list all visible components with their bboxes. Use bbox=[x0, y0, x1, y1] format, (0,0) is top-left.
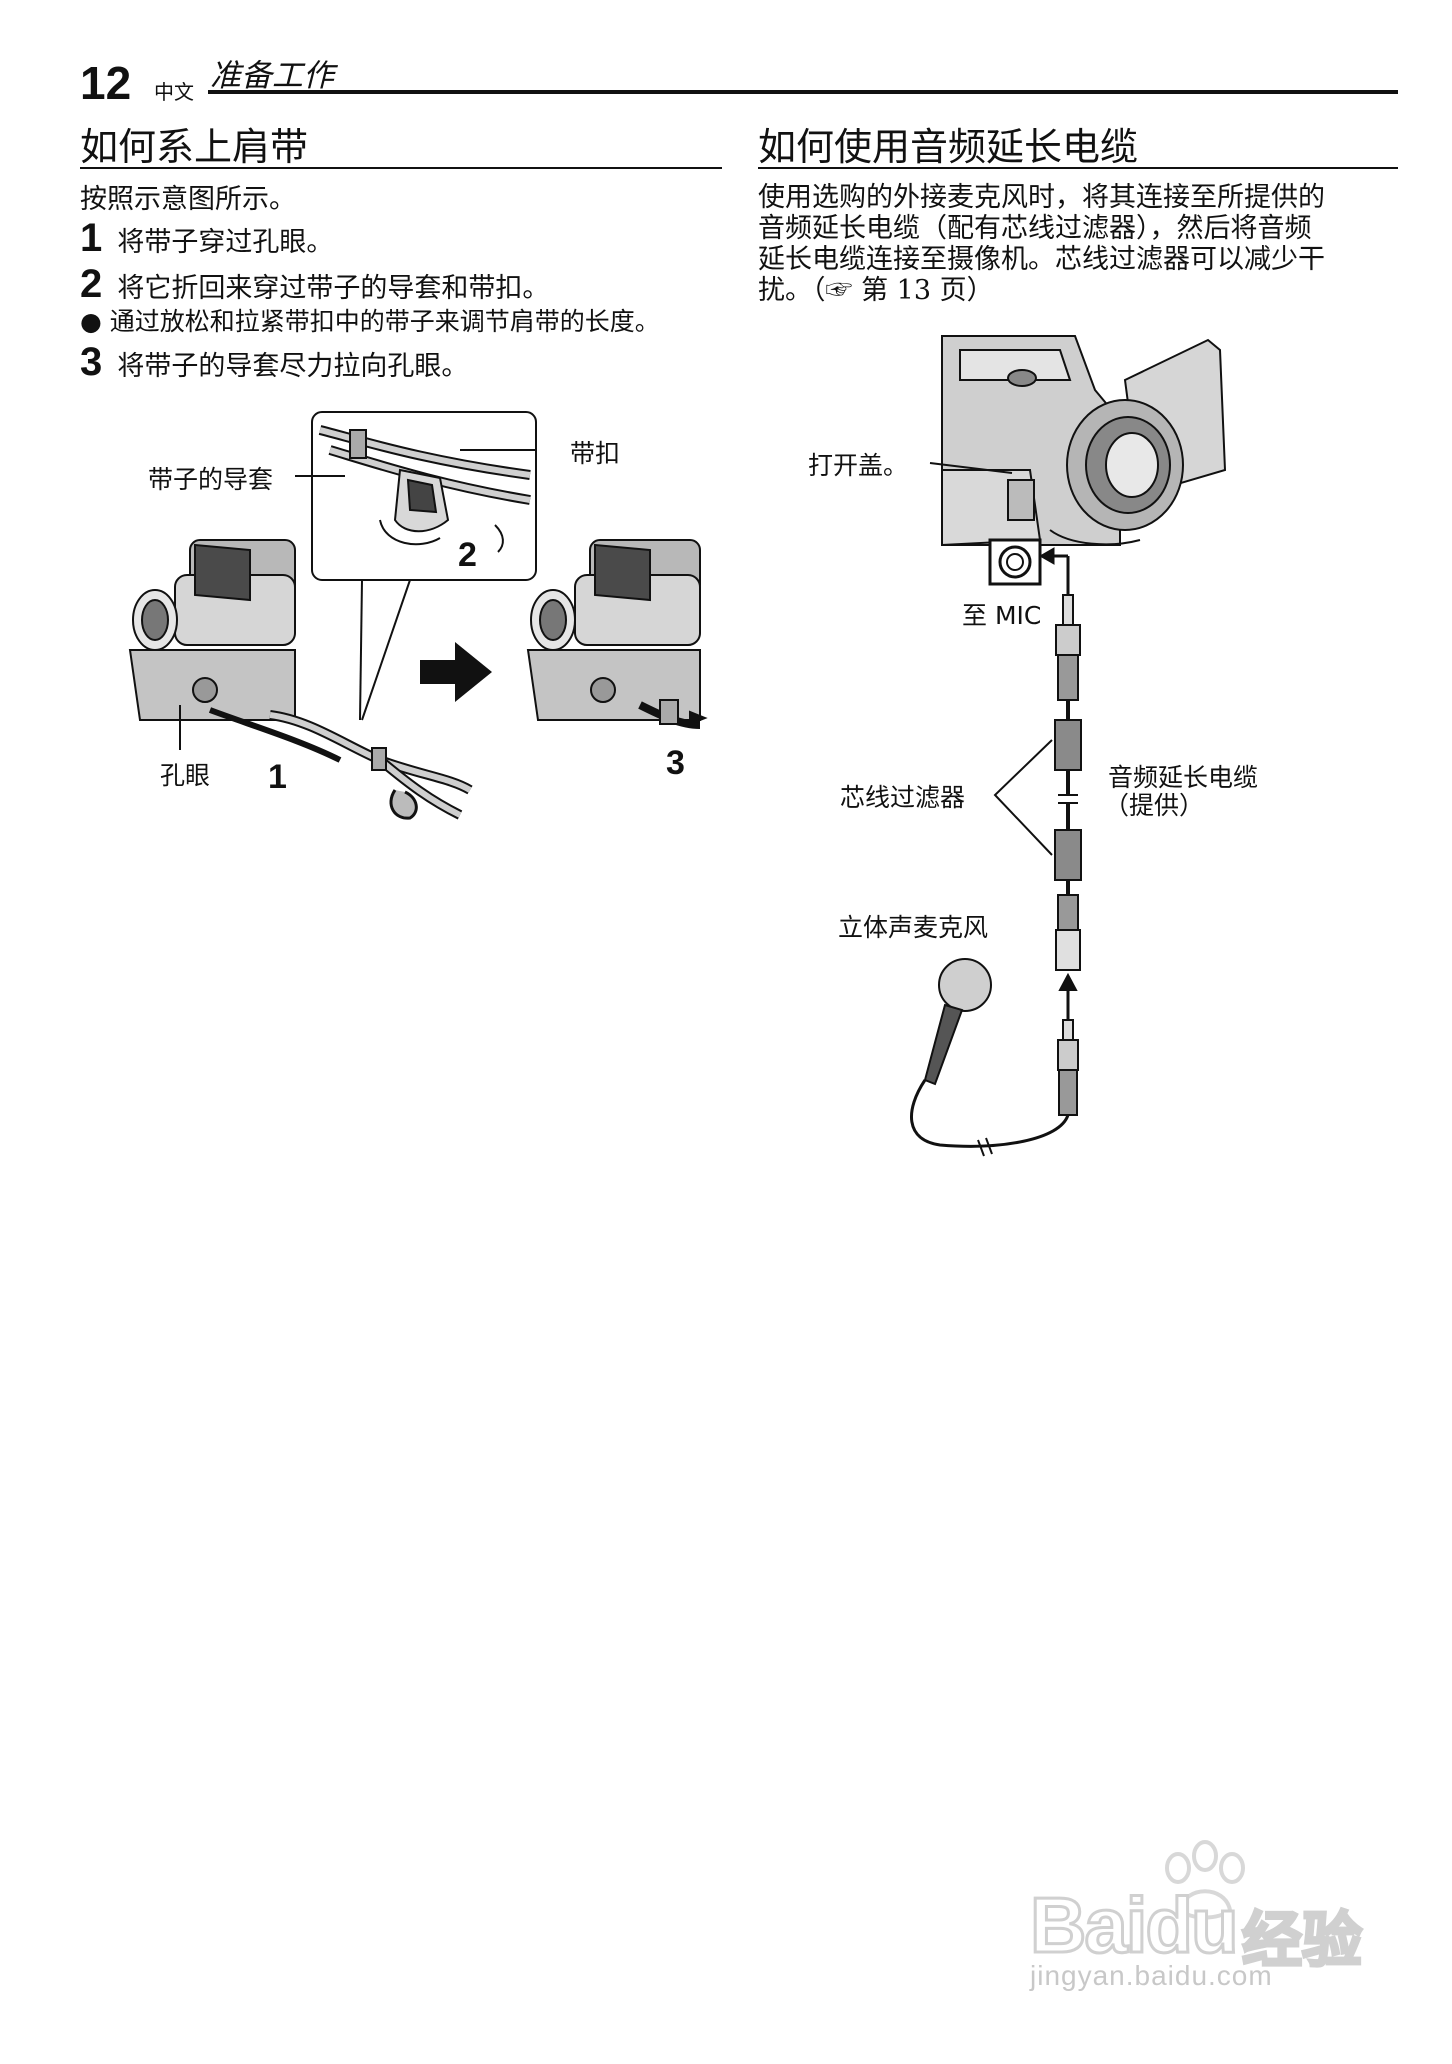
mic-jack-icon bbox=[988, 538, 1070, 595]
step-1-number: 1 bbox=[80, 216, 103, 260]
baidu-watermark: Baidu 经验 jingyan.baidu.com bbox=[1028, 1840, 1370, 1991]
camcorder-drawing-2 bbox=[526, 539, 708, 729]
strap-drawing bbox=[269, 710, 473, 820]
microphone-drawing bbox=[910, 958, 1070, 1157]
cable-paragraph-line-4: 扰。（☞ 第 13 页） bbox=[758, 275, 994, 306]
cable-paragraph-line-1: 使用选购的外接麦克风时，将其连接至所提供的 bbox=[758, 182, 1325, 213]
step-3-number: 3 bbox=[80, 340, 103, 384]
watermark-url: jingyan.baidu.com bbox=[1030, 1960, 1273, 1991]
strap-section-title: 如何系上肩带 bbox=[80, 125, 309, 169]
arrow-up-icon bbox=[1058, 972, 1078, 991]
figure-step-1: 1 bbox=[268, 758, 287, 796]
step-2: 2 将它折回来穿过带子的导套和带扣。 bbox=[80, 262, 549, 307]
figure-step-2: 2 bbox=[458, 536, 477, 574]
label-to-mic: 至 MIC bbox=[962, 601, 1042, 630]
step-1: 1 将带子穿过孔眼。 bbox=[80, 216, 333, 261]
language-label: 中文 bbox=[154, 80, 194, 104]
label-open-cover: 打开盖。 bbox=[808, 451, 909, 480]
section-title: 准备工作 bbox=[210, 58, 334, 94]
arrow-left-small-icon bbox=[689, 710, 708, 726]
watermark-brand: Bai bbox=[1028, 1880, 1148, 1971]
watermark-product: 经验 bbox=[1241, 1905, 1364, 1978]
header-rule bbox=[208, 90, 1398, 94]
label-leaders bbox=[179, 449, 535, 750]
watermark-brand-2: du bbox=[1144, 1880, 1240, 1971]
step-1-text: 将带子穿过孔眼。 bbox=[117, 227, 334, 258]
step-3-text: 将带子的导套尽力拉向孔眼。 bbox=[117, 351, 469, 382]
camcorder-side-drawing bbox=[941, 335, 1227, 547]
step-2-number: 2 bbox=[80, 262, 103, 306]
figure-step-3: 3 bbox=[666, 744, 685, 782]
label-core-filter: 芯线过滤器 bbox=[840, 783, 966, 812]
step-3: 3 将带子的导套尽力拉向孔眼。 bbox=[80, 340, 468, 385]
label-buckle: 带扣 bbox=[570, 439, 621, 468]
adjust-bullet: ● 通过放松和拉紧带扣中的带子来调节肩带的长度。 bbox=[80, 307, 660, 336]
strap-title-rule bbox=[80, 167, 722, 169]
arrow-right-icon bbox=[420, 642, 492, 702]
open-cover-leader bbox=[929, 462, 1013, 474]
buckle-callout bbox=[311, 411, 537, 721]
label-stereo-mic: 立体声麦克风 bbox=[838, 913, 989, 942]
core-filter-leaders bbox=[993, 739, 1053, 856]
strap-intro: 按照示意图所示。 bbox=[80, 184, 296, 215]
label-extension-cable: 音频延长电缆 bbox=[1108, 763, 1259, 792]
cable-title-rule bbox=[758, 167, 1398, 169]
extension-cable-drawing bbox=[1054, 594, 1082, 1116]
label-strap-guide: 带子的导套 bbox=[148, 465, 274, 494]
page-number: 12 bbox=[80, 57, 132, 109]
cable-paragraph: 使用选购的外接麦克风时，将其连接至所提供的 音频延长电缆（配有芯线过滤器），然后… bbox=[758, 182, 1398, 306]
cable-paragraph-line-2: 音频延长电缆（配有芯线过滤器），然后将音频 bbox=[758, 213, 1312, 244]
step-2-text: 将它折回来穿过带子的导套和带扣。 bbox=[117, 273, 550, 304]
label-eyelet: 孔眼 bbox=[160, 761, 211, 790]
label-supplied: （提供） bbox=[1104, 791, 1205, 820]
paw-icon bbox=[1165, 1840, 1245, 1920]
cable-paragraph-line-3: 延长电缆连接至摄像机。芯线过滤器可以减少干 bbox=[758, 244, 1325, 275]
cable-section-title: 如何使用音频延长电缆 bbox=[758, 125, 1139, 169]
